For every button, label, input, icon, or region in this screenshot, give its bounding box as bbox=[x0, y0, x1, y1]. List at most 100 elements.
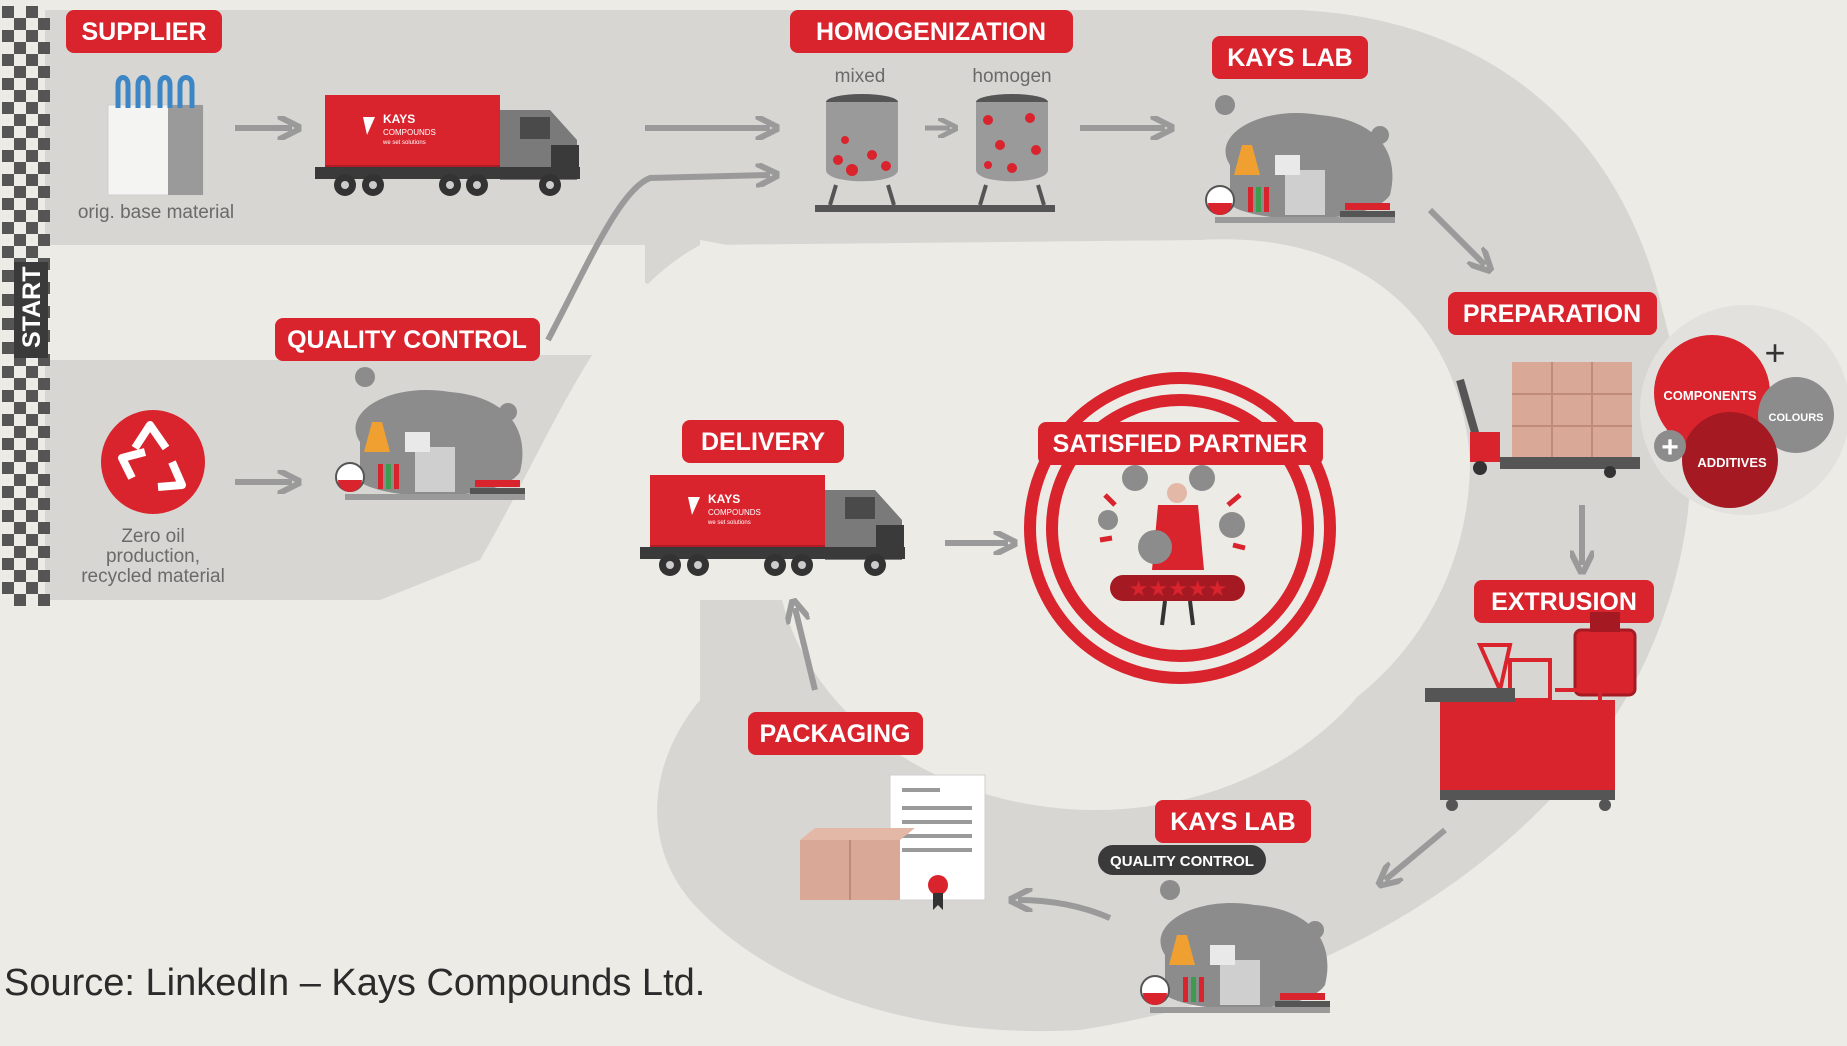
source-caption: Source: LinkedIn – Kays Compounds Ltd. bbox=[4, 962, 706, 1004]
stage-packaging: PACKAGING bbox=[748, 608, 986, 910]
checker-square bbox=[2, 54, 14, 66]
checker-square bbox=[14, 210, 26, 222]
checker-square bbox=[14, 186, 26, 198]
checker-square bbox=[2, 30, 14, 42]
stage-kays-lab-bottom: KAYS LAB QUALITY CONTROL bbox=[1018, 800, 1330, 1013]
packaging-label: PACKAGING bbox=[760, 720, 911, 748]
checker-square bbox=[26, 126, 38, 138]
plus-circle-icon bbox=[1654, 430, 1686, 462]
checker-square bbox=[2, 366, 14, 378]
checker-square bbox=[26, 534, 38, 546]
checker-square bbox=[26, 246, 38, 258]
big-bag-icon bbox=[107, 75, 204, 196]
plus-icon: + bbox=[1661, 431, 1679, 464]
satisfied-partner-badge bbox=[1038, 422, 1323, 465]
kays-lab-top-label: KAYS LAB bbox=[1227, 44, 1353, 72]
homogenization-label: HOMOGENIZATION bbox=[816, 18, 1046, 46]
checker-square bbox=[38, 522, 50, 534]
checker-square bbox=[38, 474, 50, 486]
homogen-caption: homogen bbox=[972, 66, 1051, 87]
start-checkered-strip bbox=[2, 6, 50, 606]
checker-square bbox=[26, 510, 38, 522]
checker-square bbox=[14, 498, 26, 510]
checker-square bbox=[14, 426, 26, 438]
delivery-truck-icon: KAYS COMPOUNDS we set solutions bbox=[640, 475, 905, 576]
components-label: COMPONENTS bbox=[1663, 388, 1757, 403]
checker-square bbox=[2, 150, 14, 162]
checker-square bbox=[26, 438, 38, 450]
checker-square bbox=[26, 198, 38, 210]
checker-square bbox=[38, 66, 50, 78]
lab-equipment-icon bbox=[1205, 95, 1395, 223]
start-label: START bbox=[18, 267, 46, 348]
quality-control-badge bbox=[275, 318, 540, 361]
recycled-caption-line3: recycled material bbox=[81, 566, 225, 587]
checker-square bbox=[2, 270, 14, 282]
checker-square bbox=[38, 234, 50, 246]
stage-kays-lab-top: KAYS LAB bbox=[1205, 36, 1485, 265]
checker-square bbox=[2, 486, 14, 498]
checker-square bbox=[26, 150, 38, 162]
checker-square bbox=[26, 102, 38, 114]
stage-satisfied-partner: SATISFIED PARTNER ★★★★★ bbox=[1024, 372, 1336, 684]
checker-square bbox=[26, 486, 38, 498]
plus-icon: + bbox=[1764, 332, 1785, 373]
checker-square bbox=[38, 402, 50, 414]
stage-homogenization: HOMOGENIZATION mixed homogen bbox=[790, 10, 1165, 212]
checker-square bbox=[2, 318, 14, 330]
checker-square bbox=[26, 174, 38, 186]
checker-square bbox=[26, 30, 38, 42]
checker-square bbox=[14, 378, 26, 390]
checker-square bbox=[14, 138, 26, 150]
delivery-badge bbox=[682, 420, 844, 463]
delivery-truck-icon: KAYS COMPOUNDS we set solutions bbox=[315, 95, 580, 196]
checker-square bbox=[26, 78, 38, 90]
checker-square bbox=[14, 402, 26, 414]
checker-square bbox=[38, 90, 50, 102]
recycled-caption-line1: Zero oil bbox=[121, 526, 184, 547]
checker-square bbox=[26, 462, 38, 474]
mixed-caption: mixed bbox=[835, 66, 886, 87]
boxes-and-certificate-icon bbox=[800, 774, 986, 910]
stage-quality-control: QUALITY CONTROL Zero oil production, rec… bbox=[81, 318, 540, 587]
arrow-icon bbox=[795, 608, 818, 691]
checker-square bbox=[14, 42, 26, 54]
preparation-label: PREPARATION bbox=[1463, 300, 1641, 328]
truck-brand-line2: COMPOUNDS bbox=[383, 128, 436, 137]
checker-square bbox=[2, 438, 14, 450]
preparation-badge bbox=[1448, 292, 1657, 335]
checker-square bbox=[26, 6, 38, 18]
checker-square bbox=[26, 54, 38, 66]
checker-square bbox=[26, 366, 38, 378]
checker-square bbox=[2, 342, 14, 354]
checker-square bbox=[38, 18, 50, 30]
checker-square bbox=[26, 222, 38, 234]
checker-square bbox=[2, 462, 14, 474]
quality-control-pill bbox=[1098, 845, 1266, 875]
arrow-icon bbox=[1385, 827, 1447, 880]
extruder-machine-icon bbox=[1425, 612, 1637, 811]
checker-square bbox=[38, 210, 50, 222]
mixer-tank-icon bbox=[826, 94, 898, 206]
checker-square bbox=[38, 162, 50, 174]
svg-text:★★★★★: ★★★★★ bbox=[1129, 577, 1228, 602]
outer-ring bbox=[1024, 372, 1336, 684]
checker-square bbox=[38, 594, 50, 606]
homogenization-badge bbox=[790, 10, 1073, 53]
checker-square bbox=[38, 138, 50, 150]
checker-square bbox=[26, 390, 38, 402]
checker-square bbox=[14, 66, 26, 78]
recycled-caption-line2: production, bbox=[106, 546, 200, 567]
kays-lab-top-badge bbox=[1212, 36, 1368, 79]
checker-square bbox=[2, 582, 14, 594]
checker-square bbox=[14, 594, 26, 606]
checker-square bbox=[38, 42, 50, 54]
arrow-icon bbox=[1018, 900, 1112, 921]
checker-square bbox=[2, 6, 14, 18]
checker-square bbox=[2, 510, 14, 522]
checker-square bbox=[38, 186, 50, 198]
checker-square bbox=[2, 102, 14, 114]
checker-square bbox=[14, 522, 26, 534]
start-label-box bbox=[14, 262, 48, 358]
